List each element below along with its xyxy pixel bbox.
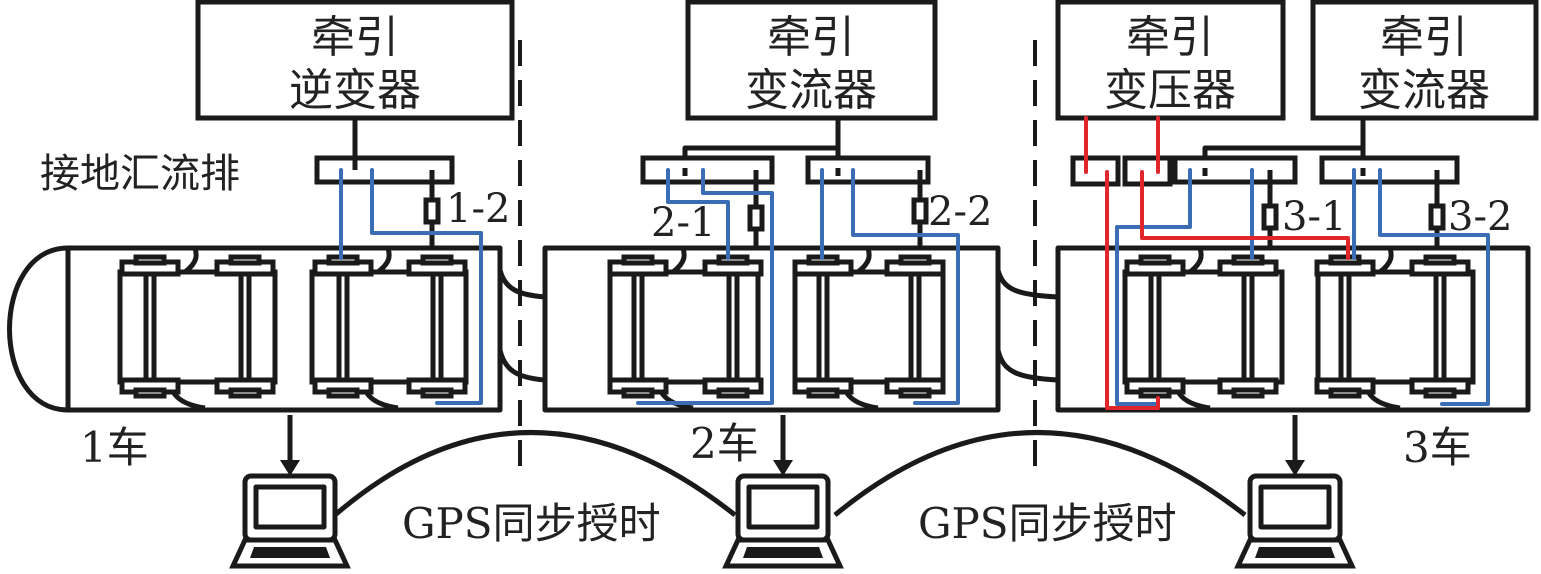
wheelset <box>1124 254 1186 399</box>
car-1-label: 1车 <box>80 423 149 472</box>
transformer-terminal <box>1122 155 1173 187</box>
resistor-label: 2-2 <box>928 189 992 235</box>
bogie <box>792 247 946 411</box>
bogie <box>1314 247 1476 411</box>
gps-sync-label: GPS同步授时 <box>918 499 1177 548</box>
bogie <box>1122 247 1285 411</box>
equipment-label: 牵引 <box>1126 12 1214 63</box>
equipment-label: 牵引 <box>767 12 855 63</box>
gps-sync-link <box>333 430 737 517</box>
wheelset <box>214 254 276 399</box>
coupler <box>497 269 546 383</box>
equipment-box-converter-2: 牵引 变流器 <box>685 0 938 121</box>
wheelset <box>607 254 669 399</box>
equipment-box-converter-3: 牵引 变流器 <box>1310 0 1539 121</box>
bogie <box>117 247 278 411</box>
busbar-label: 接地汇流排 <box>40 151 240 197</box>
wheelset <box>1217 254 1279 399</box>
transformer-terminal <box>1070 155 1121 187</box>
grounding-busbar <box>805 155 931 185</box>
bogie <box>607 247 764 411</box>
equipment-box-inverter: 牵引 逆变器 <box>195 0 515 121</box>
blue-grounding-wires <box>339 168 1490 406</box>
wheelset <box>119 254 181 399</box>
equipment-label: 牵引 <box>1380 12 1468 63</box>
resistor-label: 2-1 <box>651 200 715 246</box>
equipment-label: 变流器 <box>745 65 877 116</box>
red-transformer-wires <box>1084 116 1350 410</box>
gps-sync-label: GPS同步授时 <box>402 499 661 548</box>
grounding-busbar <box>1172 155 1298 185</box>
wheelset <box>702 254 764 399</box>
wheelset <box>406 254 468 399</box>
gps-sync-link <box>833 430 1247 517</box>
car-2-label: 2车 <box>690 419 759 468</box>
wheelset <box>1314 254 1376 399</box>
data-acquisition-laptop-icon <box>229 415 351 569</box>
equipment-label: 牵引 <box>311 12 399 63</box>
resistor-label: 3-1 <box>1282 194 1346 240</box>
bogie <box>309 247 469 411</box>
equipment-label: 变压器 <box>1104 65 1236 116</box>
grounding-resistor-2-1: 2-1 <box>651 170 765 248</box>
data-acquisition-laptop-icon <box>722 415 844 569</box>
wheelset <box>884 254 946 399</box>
equipment-box-transformer: 牵引 变压器 <box>1055 0 1286 121</box>
equipment-label: 变流器 <box>1358 65 1490 116</box>
wheelset <box>1409 254 1471 399</box>
wheelset <box>792 254 854 399</box>
car-3-body <box>1055 245 1531 413</box>
resistor-label: 1-2 <box>446 186 510 232</box>
wheelset <box>312 254 374 399</box>
car-1-body <box>7 245 503 413</box>
equipment-label: 逆变器 <box>289 65 421 116</box>
coupler <box>995 269 1059 383</box>
grounding-resistor-2-2: 2-2 <box>911 170 992 248</box>
car-3-label: 3车 <box>1403 423 1472 472</box>
data-acquisition-laptop-icon <box>1234 415 1356 569</box>
grounding-resistor-3-1: 3-1 <box>1261 170 1346 248</box>
grounding-busbar <box>640 155 775 185</box>
resistor-label: 3-2 <box>1448 194 1512 240</box>
